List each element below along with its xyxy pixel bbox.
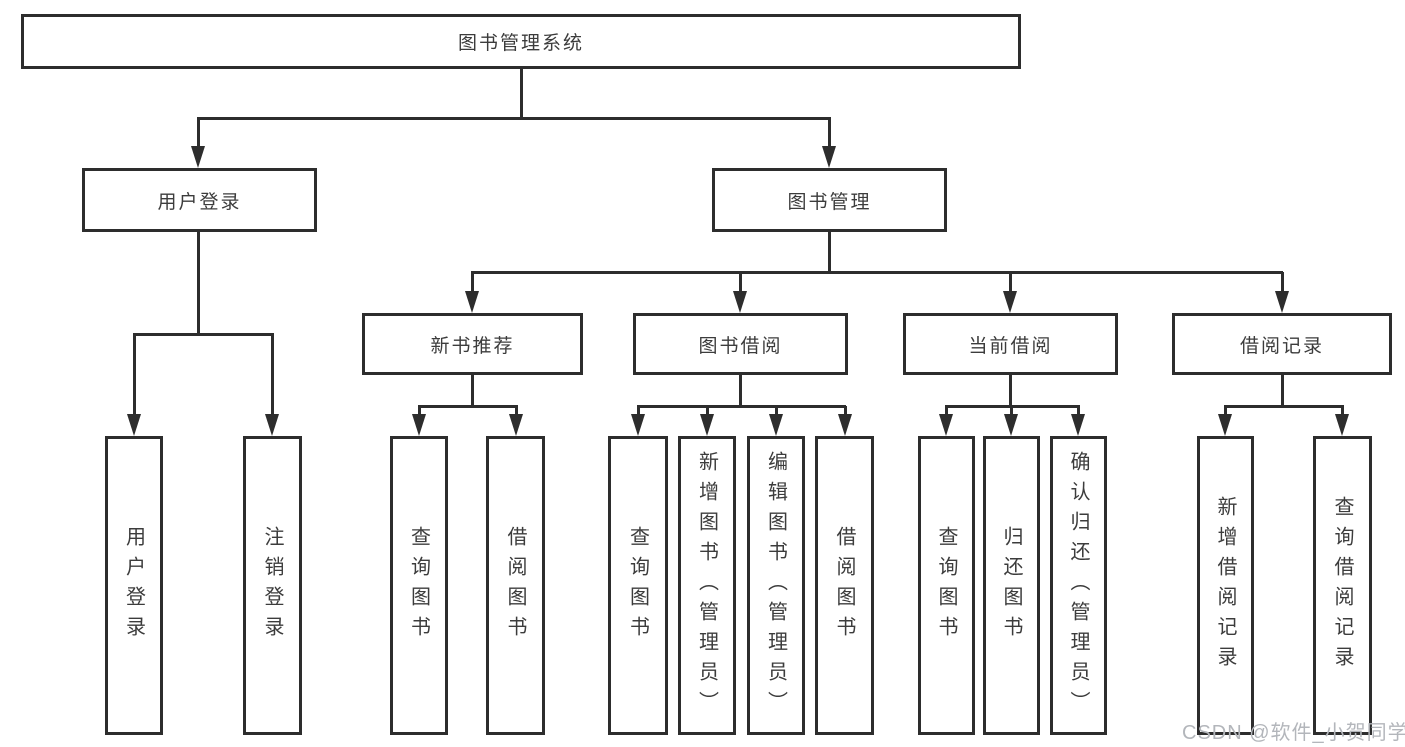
leaf-query-books-current: 查询图书 bbox=[918, 436, 975, 735]
connector-line bbox=[739, 272, 742, 293]
connector-line bbox=[471, 375, 474, 406]
leaf-borrow-books: 借阅图书 bbox=[815, 436, 874, 735]
node-label: 归还图书 bbox=[1000, 525, 1022, 646]
arrowhead-icon bbox=[700, 414, 714, 436]
connector-line bbox=[515, 406, 518, 416]
arrowhead-icon bbox=[412, 414, 426, 436]
arrowhead-icon bbox=[631, 414, 645, 436]
leaf-query-books-recommend: 查询图书 bbox=[390, 436, 448, 735]
connector-line bbox=[133, 333, 274, 336]
connector-line bbox=[197, 118, 200, 148]
arrowhead-icon bbox=[509, 414, 523, 436]
node-borrow-records: 借阅记录 bbox=[1172, 313, 1392, 375]
arrowhead-icon bbox=[191, 146, 205, 168]
connector-line bbox=[1224, 405, 1344, 408]
node-label: 新增图书（管理员） bbox=[695, 450, 718, 721]
connector-line bbox=[520, 69, 523, 118]
arrowhead-icon bbox=[838, 414, 852, 436]
arrowhead-icon bbox=[939, 414, 953, 436]
connector-line bbox=[1010, 406, 1013, 416]
node-label: 借阅图书 bbox=[504, 525, 526, 646]
node-new-book-recommend: 新书推荐 bbox=[362, 313, 583, 375]
arrowhead-icon bbox=[769, 414, 783, 436]
node-book-borrow: 图书借阅 bbox=[633, 313, 848, 375]
leaf-edit-books-admin: 编辑图书（管理员） bbox=[747, 436, 805, 735]
node-label: 借阅图书 bbox=[833, 525, 855, 646]
arrowhead-icon bbox=[1003, 291, 1017, 313]
node-user-login: 用户登录 bbox=[82, 168, 317, 232]
leaf-query-borrow-record: 查询借阅记录 bbox=[1313, 436, 1372, 735]
arrowhead-icon bbox=[265, 414, 279, 436]
connector-line bbox=[197, 117, 831, 120]
connector-line bbox=[945, 406, 948, 416]
connector-line bbox=[1077, 406, 1080, 416]
node-label: 查询图书 bbox=[626, 525, 649, 646]
arrowhead-icon bbox=[1275, 291, 1289, 313]
connector-line bbox=[1224, 406, 1227, 416]
node-label: 新增借阅记录 bbox=[1214, 495, 1236, 676]
connector-line bbox=[1341, 406, 1344, 416]
connector-line bbox=[471, 271, 1283, 274]
csdn-watermark: CSDN @软件_小贺同学 bbox=[1182, 722, 1405, 744]
node-label: 用户登录 bbox=[122, 525, 145, 646]
node-label: 图书管理 bbox=[787, 191, 872, 213]
arrowhead-icon bbox=[127, 414, 141, 436]
connector-line bbox=[271, 334, 274, 414]
node-label: 图书借阅 bbox=[698, 335, 783, 357]
node-label: 当前借阅 bbox=[968, 335, 1053, 357]
connector-line bbox=[828, 118, 831, 148]
connector-line bbox=[1281, 375, 1284, 406]
connector-line bbox=[775, 406, 778, 416]
arrowhead-icon bbox=[1004, 414, 1018, 436]
node-label: 用户登录 bbox=[157, 191, 242, 213]
node-book-management: 图书管理 bbox=[712, 168, 947, 232]
leaf-confirm-return-admin: 确认归还（管理员） bbox=[1050, 436, 1107, 735]
arrowhead-icon bbox=[465, 291, 479, 313]
node-label: 注销登录 bbox=[261, 525, 283, 646]
leaf-borrow-books-recommend: 借阅图书 bbox=[486, 436, 545, 735]
leaf-user-login: 用户登录 bbox=[105, 436, 163, 735]
arrowhead-icon bbox=[1071, 414, 1085, 436]
leaf-query-books-borrow: 查询图书 bbox=[608, 436, 668, 735]
node-label: 查询借阅记录 bbox=[1331, 495, 1353, 676]
leaf-add-books-admin: 新增图书（管理员） bbox=[678, 436, 736, 735]
node-label: 图书管理系统 bbox=[457, 33, 584, 54]
arrowhead-icon bbox=[822, 146, 836, 168]
connector-line bbox=[1009, 375, 1012, 406]
connector-line bbox=[1009, 272, 1012, 293]
connector-line bbox=[637, 405, 846, 408]
node-label: 借阅记录 bbox=[1239, 335, 1324, 357]
connector-line bbox=[471, 272, 474, 293]
connector-line bbox=[418, 405, 518, 408]
connector-line bbox=[1281, 272, 1284, 293]
leaf-return-books: 归还图书 bbox=[983, 436, 1040, 735]
connector-line bbox=[706, 406, 709, 416]
connector-line bbox=[828, 232, 831, 273]
node-label: 查询图书 bbox=[407, 525, 430, 646]
connector-line bbox=[844, 406, 847, 416]
connector-line bbox=[637, 406, 640, 416]
node-label: 编辑图书（管理员） bbox=[764, 450, 787, 721]
connector-line bbox=[418, 406, 421, 416]
arrowhead-icon bbox=[1218, 414, 1232, 436]
node-root-library-system: 图书管理系统 bbox=[21, 14, 1021, 69]
arrowhead-icon bbox=[733, 291, 747, 313]
leaf-add-borrow-record: 新增借阅记录 bbox=[1197, 436, 1254, 735]
connector-line bbox=[133, 334, 136, 414]
connector-line bbox=[197, 232, 200, 334]
node-label: 新书推荐 bbox=[430, 335, 515, 357]
connector-line bbox=[739, 375, 742, 406]
node-current-borrow: 当前借阅 bbox=[903, 313, 1118, 375]
leaf-logout: 注销登录 bbox=[243, 436, 302, 735]
node-label: 查询图书 bbox=[935, 525, 957, 646]
arrowhead-icon bbox=[1335, 414, 1349, 436]
node-label: 确认归还（管理员） bbox=[1067, 450, 1089, 721]
